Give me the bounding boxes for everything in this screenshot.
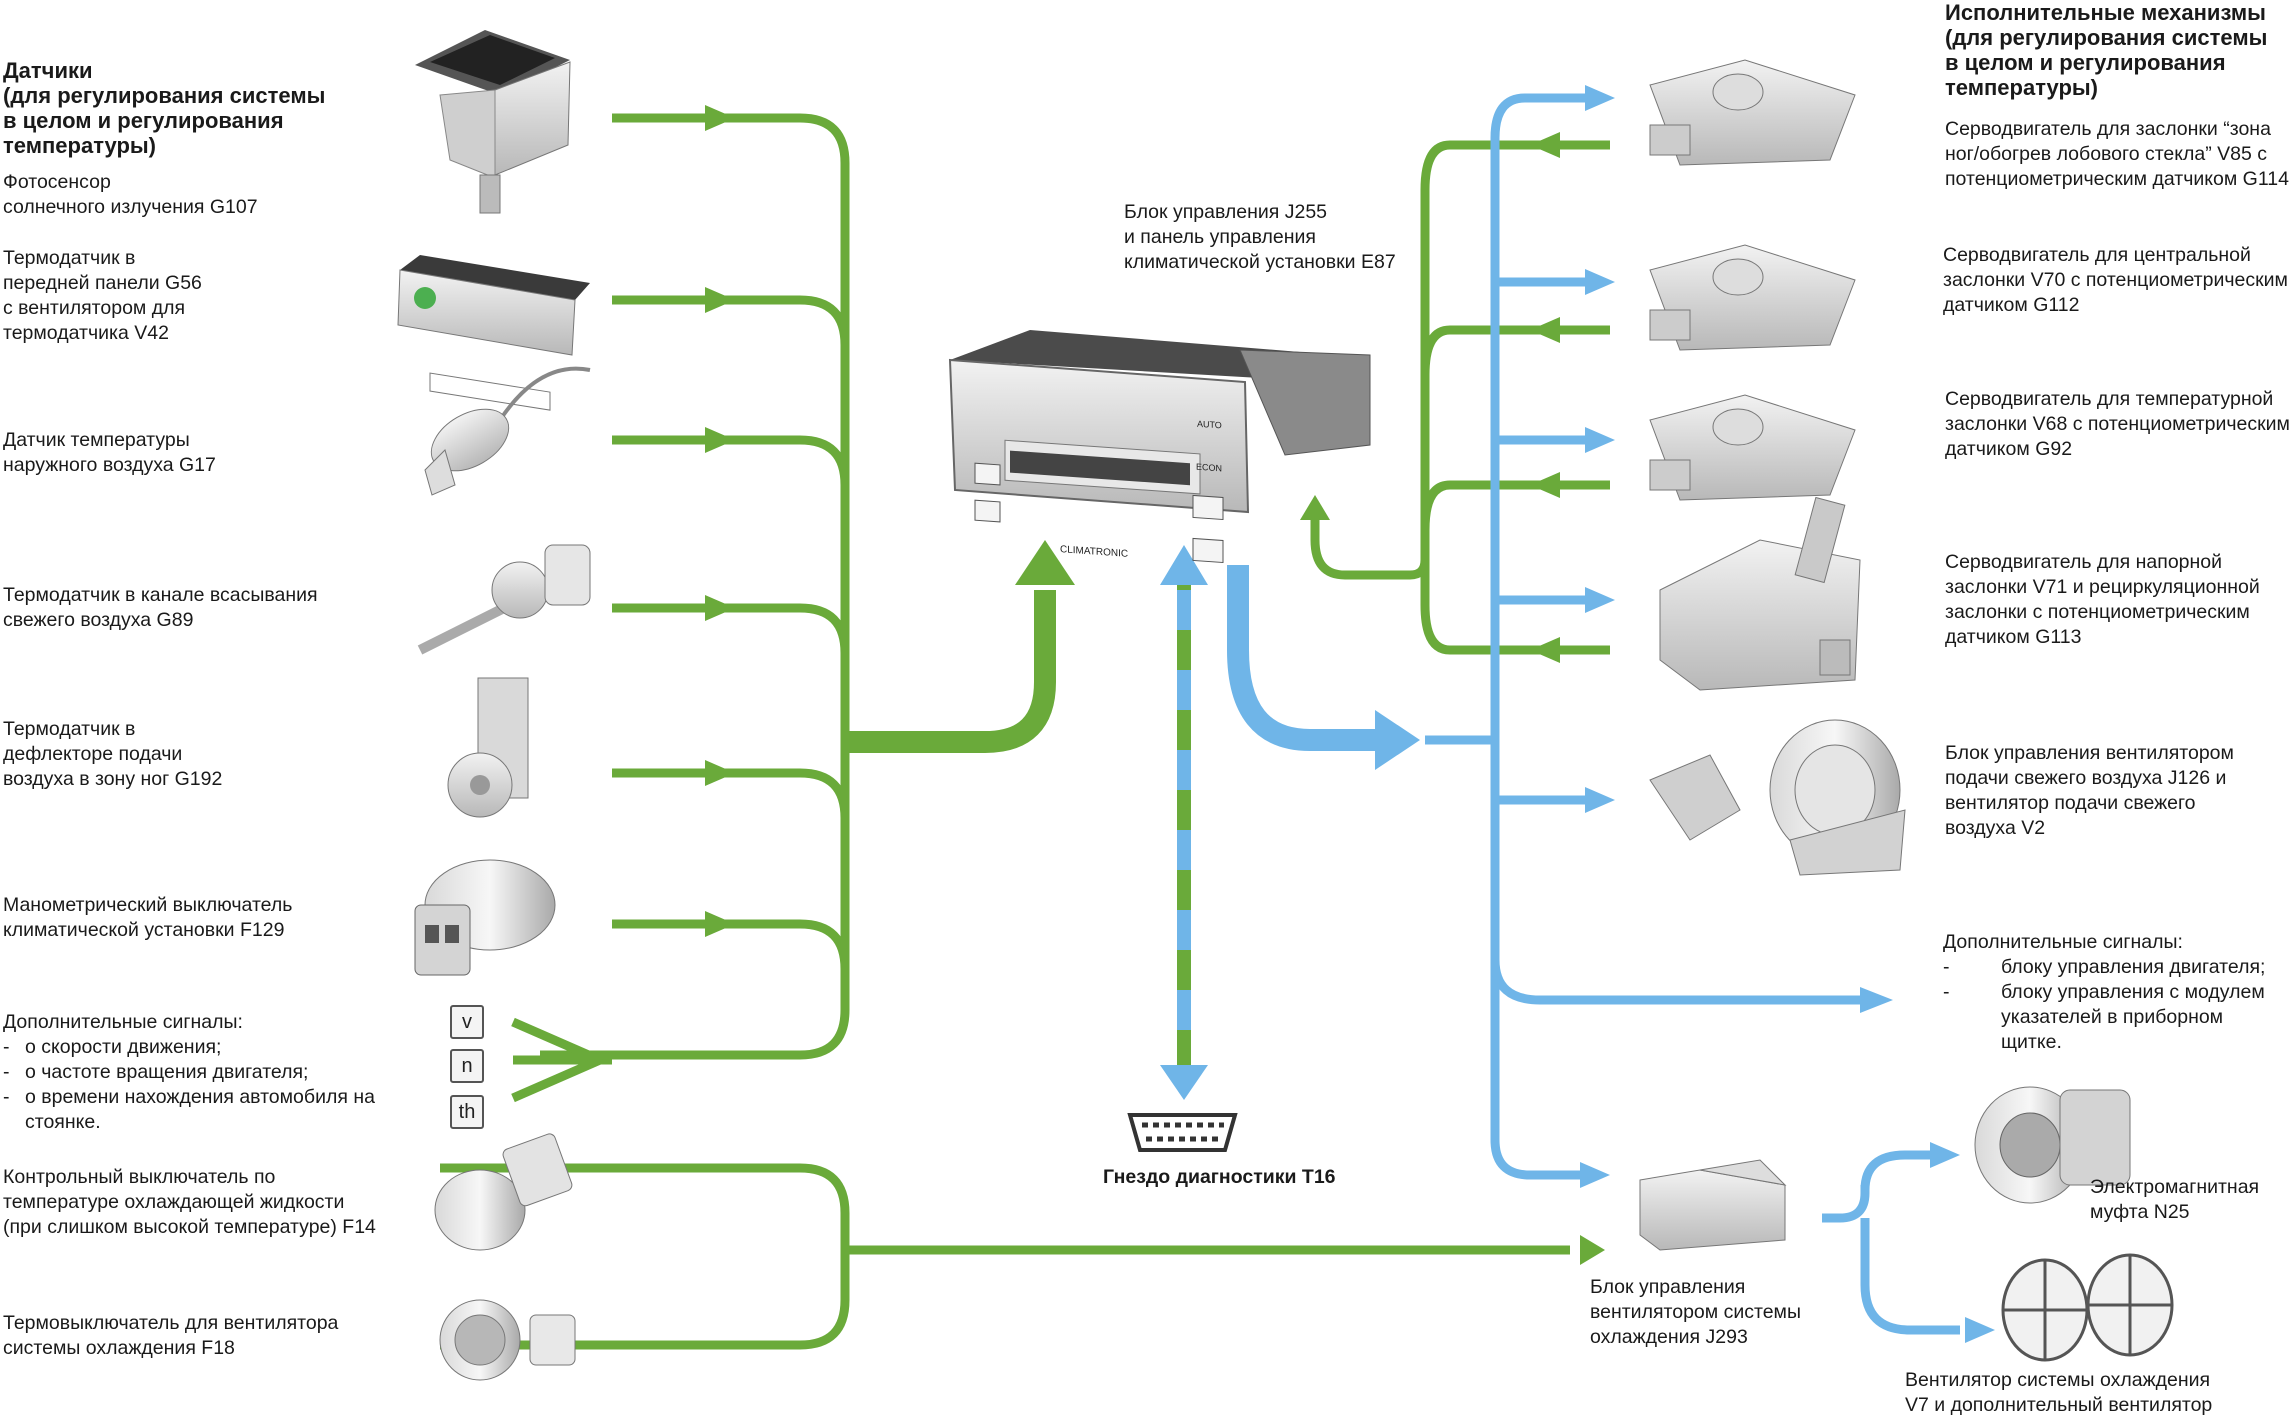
j293-label: Блок управления вентилятором системы охл… [1590,1276,1801,1348]
extra-signals-right-title: Дополнительные сигналы: [1943,931,2183,953]
sensor-label-g89: Термодатчик в канале всасывания свежего … [3,584,318,631]
f14-image [434,1133,573,1251]
v7-label: Вентилятор системы охлаждения V7 и допол… [1905,1369,2213,1416]
output-lines [1425,93,1960,1335]
actuator-label-v85: Серводвигатель для заслонки “зона ног/об… [1945,118,2289,190]
signal-rpm: о частоте вращения двигателя; [3,1060,398,1085]
main-output-arrow [1227,565,1380,751]
signal-engine-ecu: блоку управления двигателя; [1943,955,2283,980]
diag-label: Гнездо диагностики T16 [1103,1166,1336,1188]
control-unit-label: Блок управления J255 и панель управления… [1124,201,1396,273]
signal-instrument-cluster: блоку управления с модулем указателей в … [1943,980,2283,1055]
g89-image [417,544,591,655]
f18-image [439,1299,576,1381]
signal-box-th: th [450,1095,484,1129]
f14-label: Контрольный выключатель по температуре о… [3,1166,376,1238]
extra-signals-right-list: блоку управления двигателя; блоку управл… [1943,955,2283,1055]
sensor-label-f129: Манометрический выключатель климатическо… [3,894,293,941]
actuator-label-v71: Серводвигатель для напорной заслонки V71… [1945,551,2260,648]
output-arrowheads [1580,85,1995,1343]
input-lines [440,113,1570,1350]
diag-link [1160,545,1208,1100]
n25-label: Электромагнитная муфта N25 [2090,1176,2260,1223]
sensors-header: Датчики (для регулирования системы в цел… [3,58,326,158]
g56-image [397,255,590,411]
signal-box-n: n [450,1049,484,1083]
n25-image [1974,1086,2131,1204]
main-input-arrow [845,590,1056,753]
g192-image [447,677,529,818]
signal-fan [511,1017,612,1103]
g107-image [415,30,571,214]
extra-signals-left-title: Дополнительные сигналы: [3,1011,243,1033]
t16-image [1127,1113,1238,1152]
signal-speed: о скорости движения; [3,1035,398,1060]
v68-image [1649,394,1856,501]
actuator-label-v70: Серводвигатель для центральной заслонки … [1943,244,2288,316]
actuator-label-v2: Блок управления вентилятором подачи свеж… [1945,742,2234,839]
control-unit-image: CLIMATRONIC AUTO ECON [948,330,1371,564]
sensor-label-g56: Термодатчик в передней панели G56 с вент… [3,247,202,344]
sensor-label-g192: Термодатчик в дефлекторе подачи воздуха … [3,718,223,790]
feedback-arrowheads [1300,132,1560,663]
signal-parking-time: о времени нахождения автомобиля на стоян… [3,1085,398,1135]
v2-image [1649,719,1906,876]
extra-signals-left-list: о скорости движения; о частоте вращения … [3,1035,398,1135]
f18-label: Термовыключатель для вентилятора системы… [3,1312,339,1359]
panel-auto: AUTO [1197,419,1222,431]
sensor-label-g107: Фотосенсор солнечного излучения G107 [3,171,258,218]
v71-image [1659,496,1861,691]
v85-image [1649,59,1856,166]
actuator-label-v68: Серводвигатель для температурной заслонк… [1945,388,2290,460]
panel-econ: ECON [1196,462,1222,474]
j293-image [1639,1159,1787,1251]
input-arrowheads [705,105,1605,1265]
v70-image [1649,244,1856,351]
g17-image [424,366,591,496]
f129-image [414,859,556,976]
panel-brand: CLIMATRONIC [1060,544,1128,560]
v7-image [2001,1253,2174,1362]
sensor-label-g17: Датчик температуры наружного воздуха G17 [3,429,216,476]
actuators-header: Исполнительные механизмы (для регулирова… [1945,0,2268,100]
signal-box-v: v [450,1005,484,1039]
